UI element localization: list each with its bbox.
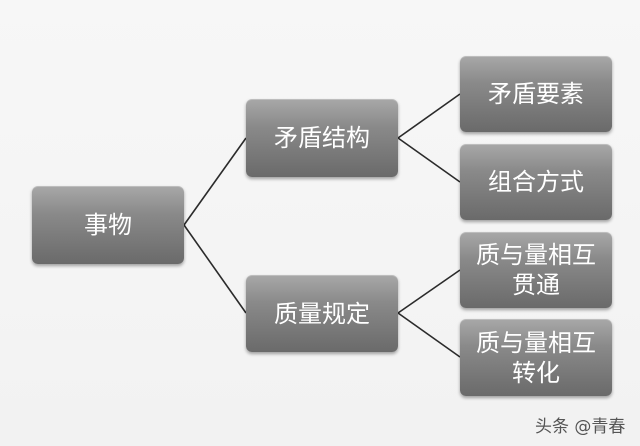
node-quality-quantity: 质量规定 [246, 275, 398, 352]
node-interpenetration-line2: 贯通 [512, 271, 560, 299]
node-combination-method: 组合方式 [460, 144, 612, 220]
node-contradiction-structure-label: 矛盾结构 [274, 124, 370, 152]
connector-structure-to-combination [397, 137, 461, 183]
node-interpenetration: 质与量相互 贯通 [460, 232, 612, 308]
node-root: 事物 [32, 186, 184, 264]
watermark: 头条 @青春 [535, 417, 626, 437]
node-transformation: 质与量相互 转化 [460, 319, 612, 396]
connector-quality-to-transformation [397, 312, 461, 358]
node-transformation-line1: 质与量相互 [476, 328, 596, 357]
node-quality-quantity-label: 质量规定 [274, 299, 370, 328]
node-interpenetration-text: 质与量相互 贯通 [476, 240, 596, 300]
node-interpenetration-line1: 质与量相互 [476, 241, 596, 269]
node-root-label: 事物 [84, 211, 132, 239]
connector-quality-to-interpenetration [397, 269, 461, 314]
node-transformation-text: 质与量相互 转化 [476, 328, 596, 388]
node-contradiction-structure: 矛盾结构 [246, 99, 398, 177]
node-contradiction-elements-label: 矛盾要素 [488, 80, 584, 108]
node-combination-method-label: 组合方式 [488, 168, 584, 196]
node-contradiction-elements: 矛盾要素 [460, 56, 612, 132]
connector-root-to-quality [183, 224, 247, 314]
connector-structure-to-elements [397, 93, 461, 139]
node-transformation-line2: 转化 [512, 358, 560, 387]
connector-root-to-structure [183, 137, 247, 226]
